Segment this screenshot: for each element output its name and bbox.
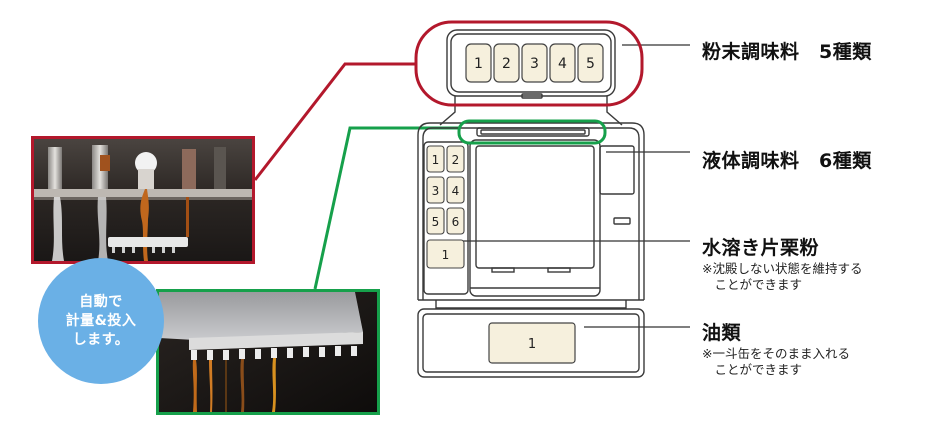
auto-dispense-bubble: 自動で 計量&投入 します。 [38,258,164,384]
liquid-slot-4 [446,176,465,204]
powder-highlight-ring [414,20,644,107]
liquid-slot-5-number: 5 [432,215,440,229]
nozzle-closeup-photo [156,289,380,415]
powder-seasoning-label: 粉末調味料 5種類 [702,41,872,63]
dispenser-photo [31,136,255,264]
liquid-slot-5 [426,207,445,235]
oil-slot-number: 1 [528,337,536,352]
powder-slot-4-number: 4 [558,56,567,72]
machine-body [417,122,645,309]
liquid-slot-1 [426,145,445,173]
powder-slot-2 [493,43,520,83]
starch-label: 水溶き片栗粉 [702,237,820,259]
powder-slot-5 [577,43,604,83]
green-connector-line [313,126,460,290]
oil-slot [488,322,576,364]
oil-note: ※一斗缶をそのまま入れる ことができます [702,346,850,377]
oil-label: 油類 [702,322,742,344]
liquid-slot-6 [446,207,465,235]
powder-slot-1 [465,43,492,83]
liquid-slot-2 [446,145,465,173]
liquid-slot-2-number: 2 [452,153,460,167]
powder-slot-3-number: 3 [530,56,539,72]
liquid-slots: 1 2 3 4 5 6 [426,145,465,235]
red-connector-line [253,62,416,181]
liquid-slot-6-number: 6 [452,215,460,229]
liquid-seasoning-label: 液体調味料 6種類 [702,150,872,172]
liquid-slot-3 [426,176,445,204]
powder-slot-3 [521,43,548,83]
liquid-slot-1-number: 1 [432,153,440,167]
powder-unit [439,29,623,126]
starch-slot [426,239,465,269]
auto-dispense-text: 自動で 計量&投入 します。 [65,293,137,348]
powder-slots: 1 2 3 4 5 [465,43,604,83]
liquid-highlight-ring [457,119,607,145]
liquid-slot-4-number: 4 [452,184,460,198]
powder-slot-2-number: 2 [502,56,511,72]
liquid-slot-3-number: 3 [432,184,440,198]
powder-slot-5-number: 5 [586,56,595,72]
starch-slot-number: 1 [442,248,450,262]
powder-slot-1-number: 1 [474,56,483,72]
oil-cabinet [417,308,645,378]
powder-slot-4 [549,43,576,83]
starch-note: ※沈殿しない状態を維持する ことができます [702,261,863,292]
